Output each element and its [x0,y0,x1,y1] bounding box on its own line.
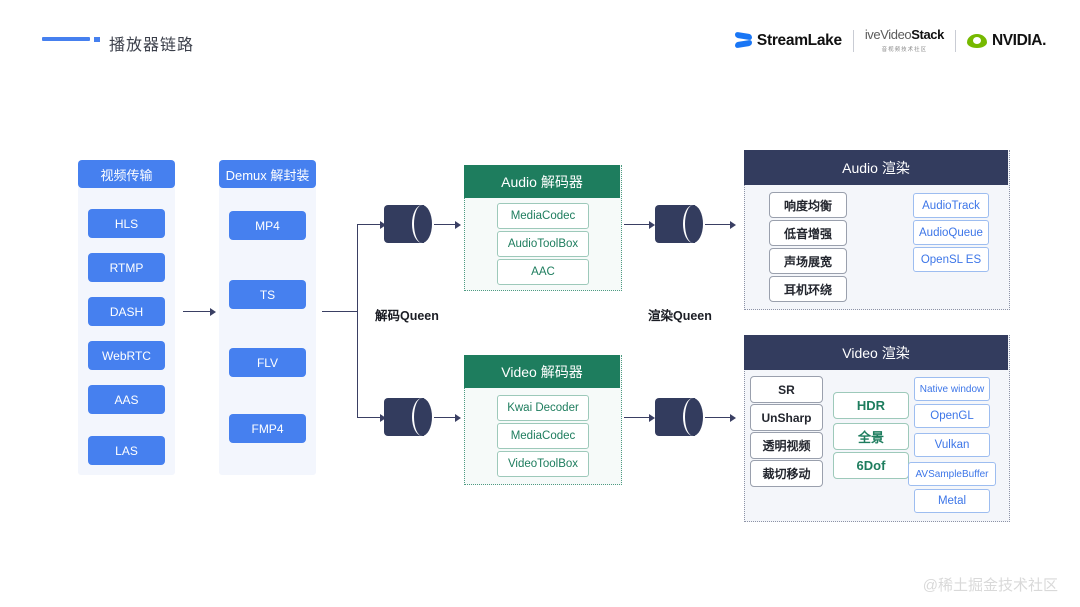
connector-audioqueue-decoder [434,224,458,226]
audio-render-effect-headphone[interactable]: 耳机环绕 [769,276,847,302]
page-title: 播放器链路 [109,37,195,54]
connector-renderqueue-audiorender-arrow [730,221,736,229]
demux-header: Demux 解封装 [219,160,316,188]
video-render-backend-opengl[interactable]: OpenGL [914,404,990,428]
demux-item-fmp4[interactable]: FMP4 [229,414,306,443]
connector-audiodecoder-renderqueue-arrow [649,221,655,229]
audio-render-backend-audioqueue[interactable]: AudioQueue [913,220,989,245]
video-render-effect-sr[interactable]: SR [750,376,823,403]
video-render-effect-alpha[interactable]: 透明视频 [750,432,823,459]
connector-renderqueue-audiorender [705,224,733,226]
audio-render-effect-loudness[interactable]: 响度均衡 [769,192,847,218]
transport-item-hls[interactable]: HLS [88,209,165,238]
connector-videoqueue-decoder [434,417,458,419]
demux-item-flv[interactable]: FLV [229,348,306,377]
video-render-backend-vulkan[interactable]: Vulkan [914,433,990,457]
streamlake-logo: StreamLake [734,31,842,50]
video-render-effect-unsharp[interactable]: UnSharp [750,404,823,431]
connector-split-vertical [357,224,359,418]
video-render-backend-avsamplebuffer[interactable]: AVSampleBuffer [908,462,996,486]
watermark: @稀土掘金技术社区 [922,577,1058,594]
connector-to-decode-queue [357,224,383,226]
connector-demux-trunk [322,311,358,313]
video-render-feature-hdr[interactable]: HDR [833,392,909,419]
demux-item-mp4[interactable]: MP4 [229,211,306,240]
audio-render-effect-stage[interactable]: 声场展宽 [769,248,847,274]
logo-divider [852,29,854,52]
streamlake-logo-text: StreamLake [756,31,842,49]
audio-render-backend-opensles[interactable]: OpenSL ES [913,247,989,272]
demux-item-ts[interactable]: TS [229,280,306,309]
video-render-backend-metal[interactable]: Metal [914,489,990,513]
render-queue-audio-cylinder [655,205,703,243]
connector-renderqueue-videorender [705,417,733,419]
video-render-backend-nativewindow[interactable]: Native window [914,377,990,401]
video-render-feature-pano[interactable]: 全景 [833,423,909,450]
decode-queue-label: 解码Queen [375,309,439,323]
transport-item-aas[interactable]: AAS [88,385,165,414]
render-queue-label: 渲染Queen [648,309,712,323]
livevideostack-subtitle: 音视频技术社区 [881,47,928,53]
streamlake-mark-icon [734,31,752,49]
title-decoration-bar [42,37,90,41]
livevideostack-logo-text: iveVideoStack [864,27,945,42]
render-queue-video-cylinder [655,398,703,436]
audio-decoder-item-audiotoolbox[interactable]: AudioToolBox [497,231,589,257]
video-decoder-item-videotoolbox[interactable]: VideoToolBox [497,451,589,477]
connector-audiodecoder-renderqueue [624,224,652,226]
audio-decoder-item-mediacodec[interactable]: MediaCodec [497,203,589,229]
logo-divider-2 [954,29,956,52]
connector-to-video-queue [357,417,383,419]
nvidia-logo: NVIDIA. [966,31,1046,50]
connector-to-decode-queue-arrow [380,221,386,229]
video-decoder-item-mediacodec[interactable]: MediaCodec [497,423,589,449]
lvs-live-text: iveVideo [864,27,912,42]
transport-item-dash[interactable]: DASH [88,297,165,326]
audio-decoder-item-aac[interactable]: AAC [497,259,589,285]
connector-renderqueue-videorender-arrow [730,414,736,422]
livevideostack-logo: iveVideoStack 音视频技术社区 [864,27,945,54]
lvs-stack-text: Stack [911,27,944,42]
video-render-effect-crop[interactable]: 裁切移动 [750,460,823,487]
audio-decoder-header: Audio 解码器 [464,165,620,198]
video-render-feature-6dof[interactable]: 6Dof [833,452,909,479]
connector-audioqueue-decoder-arrow [455,221,461,229]
logo-group: StreamLake iveVideoStack 音视频技术社区 NVIDIA. [734,27,1046,54]
transport-item-rtmp[interactable]: RTMP [88,253,165,282]
decode-queue-audio-cylinder [384,205,432,243]
decode-queue-video-cylinder [384,398,432,436]
connector-videodecoder-renderqueue [624,417,652,419]
transport-header: 视频传输 [78,160,175,188]
connector-transport-demux-arrow [210,308,216,316]
video-decoder-item-kwai[interactable]: Kwai Decoder [497,395,589,421]
video-decoder-header: Video 解码器 [464,355,620,388]
audio-render-backend-audiotrack[interactable]: AudioTrack [913,193,989,218]
nvidia-eye-icon [966,33,987,48]
transport-item-las[interactable]: LAS [88,436,165,465]
connector-transport-demux [183,311,211,313]
transport-item-webrtc[interactable]: WebRTC [88,341,165,370]
audio-render-header: Audio 渲染 [744,150,1008,185]
connector-videoqueue-decoder-arrow [455,414,461,422]
connector-videodecoder-renderqueue-arrow [649,414,655,422]
nvidia-logo-text: NVIDIA. [991,31,1046,49]
audio-render-effect-bass[interactable]: 低音增强 [769,220,847,246]
connector-to-video-queue-arrow [380,414,386,422]
video-render-header: Video 渲染 [744,335,1008,370]
title-decoration-dot [94,37,100,42]
